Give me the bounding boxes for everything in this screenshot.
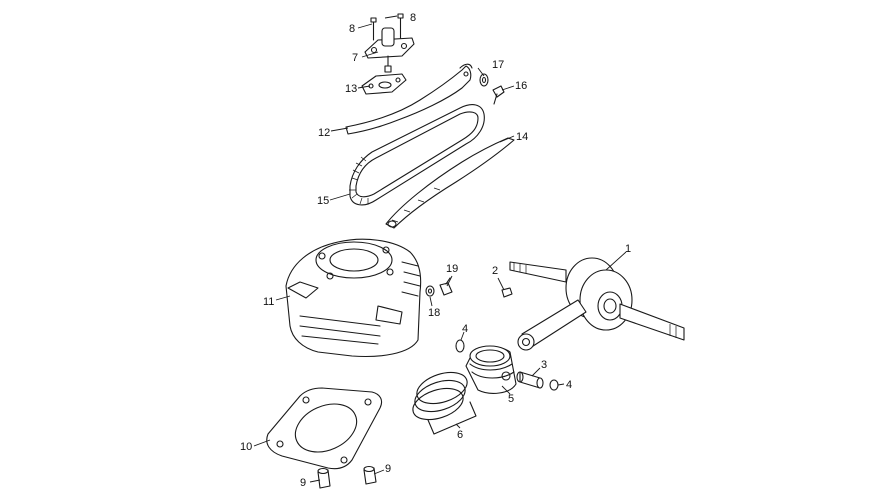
callout-9-right: 9 xyxy=(385,463,391,475)
chain-guide-part-12 xyxy=(345,63,473,135)
callout-10: 10 xyxy=(240,441,252,453)
callout-11: 11 xyxy=(263,296,274,308)
callout-3: 3 xyxy=(541,359,547,371)
guide-bolt-part-16 xyxy=(492,85,505,105)
callout-2: 2 xyxy=(492,265,498,277)
tensioner-gasket-part-13 xyxy=(361,73,407,95)
callout-7: 7 xyxy=(352,52,358,64)
callout-18: 18 xyxy=(428,307,440,319)
circlip-part-4-right xyxy=(549,379,559,391)
dowel-pin-part-9-right xyxy=(363,465,377,485)
callout-17: 17 xyxy=(492,59,504,71)
bolt-part-8 xyxy=(370,13,404,41)
piston-pin-part-3 xyxy=(516,371,544,389)
washer-part-17 xyxy=(479,73,489,87)
bolt-part-19 xyxy=(439,277,453,296)
callout-13: 13 xyxy=(345,83,357,95)
washer-part-18 xyxy=(425,285,435,297)
callout-15: 15 xyxy=(317,195,329,207)
callout-1: 1 xyxy=(625,243,631,255)
callout-6: 6 xyxy=(457,429,463,441)
callout-8-left: 8 xyxy=(349,23,355,35)
cylinder-gasket-part-10 xyxy=(266,387,383,470)
key-part-2 xyxy=(501,287,513,298)
piston-part-5 xyxy=(465,345,517,394)
chain-tensioner-part-7 xyxy=(364,27,415,73)
cylinder-part-11 xyxy=(285,238,422,357)
leader-lines xyxy=(253,15,627,483)
timing-chain-part-15 xyxy=(349,104,485,206)
callout-9-left: 9 xyxy=(300,477,306,489)
callout-4-right: 4 xyxy=(566,379,572,391)
chain-guide-part-14 xyxy=(385,137,515,229)
callout-16: 16 xyxy=(515,80,527,92)
callout-5: 5 xyxy=(508,393,514,405)
callout-4-left: 4 xyxy=(462,323,468,335)
dowel-pin-part-9-left xyxy=(317,467,331,489)
callout-labels: 8 8 7 13 17 16 12 14 15 1 2 19 11 18 4 3… xyxy=(240,12,631,489)
callout-12: 12 xyxy=(318,127,330,139)
callout-8-right: 8 xyxy=(410,12,416,24)
piston-rings-part-6 xyxy=(412,371,477,435)
crankshaft-part-1 xyxy=(509,257,685,351)
circlip-part-4-left xyxy=(455,339,465,353)
callout-19: 19 xyxy=(446,263,458,275)
callout-14: 14 xyxy=(516,131,528,143)
